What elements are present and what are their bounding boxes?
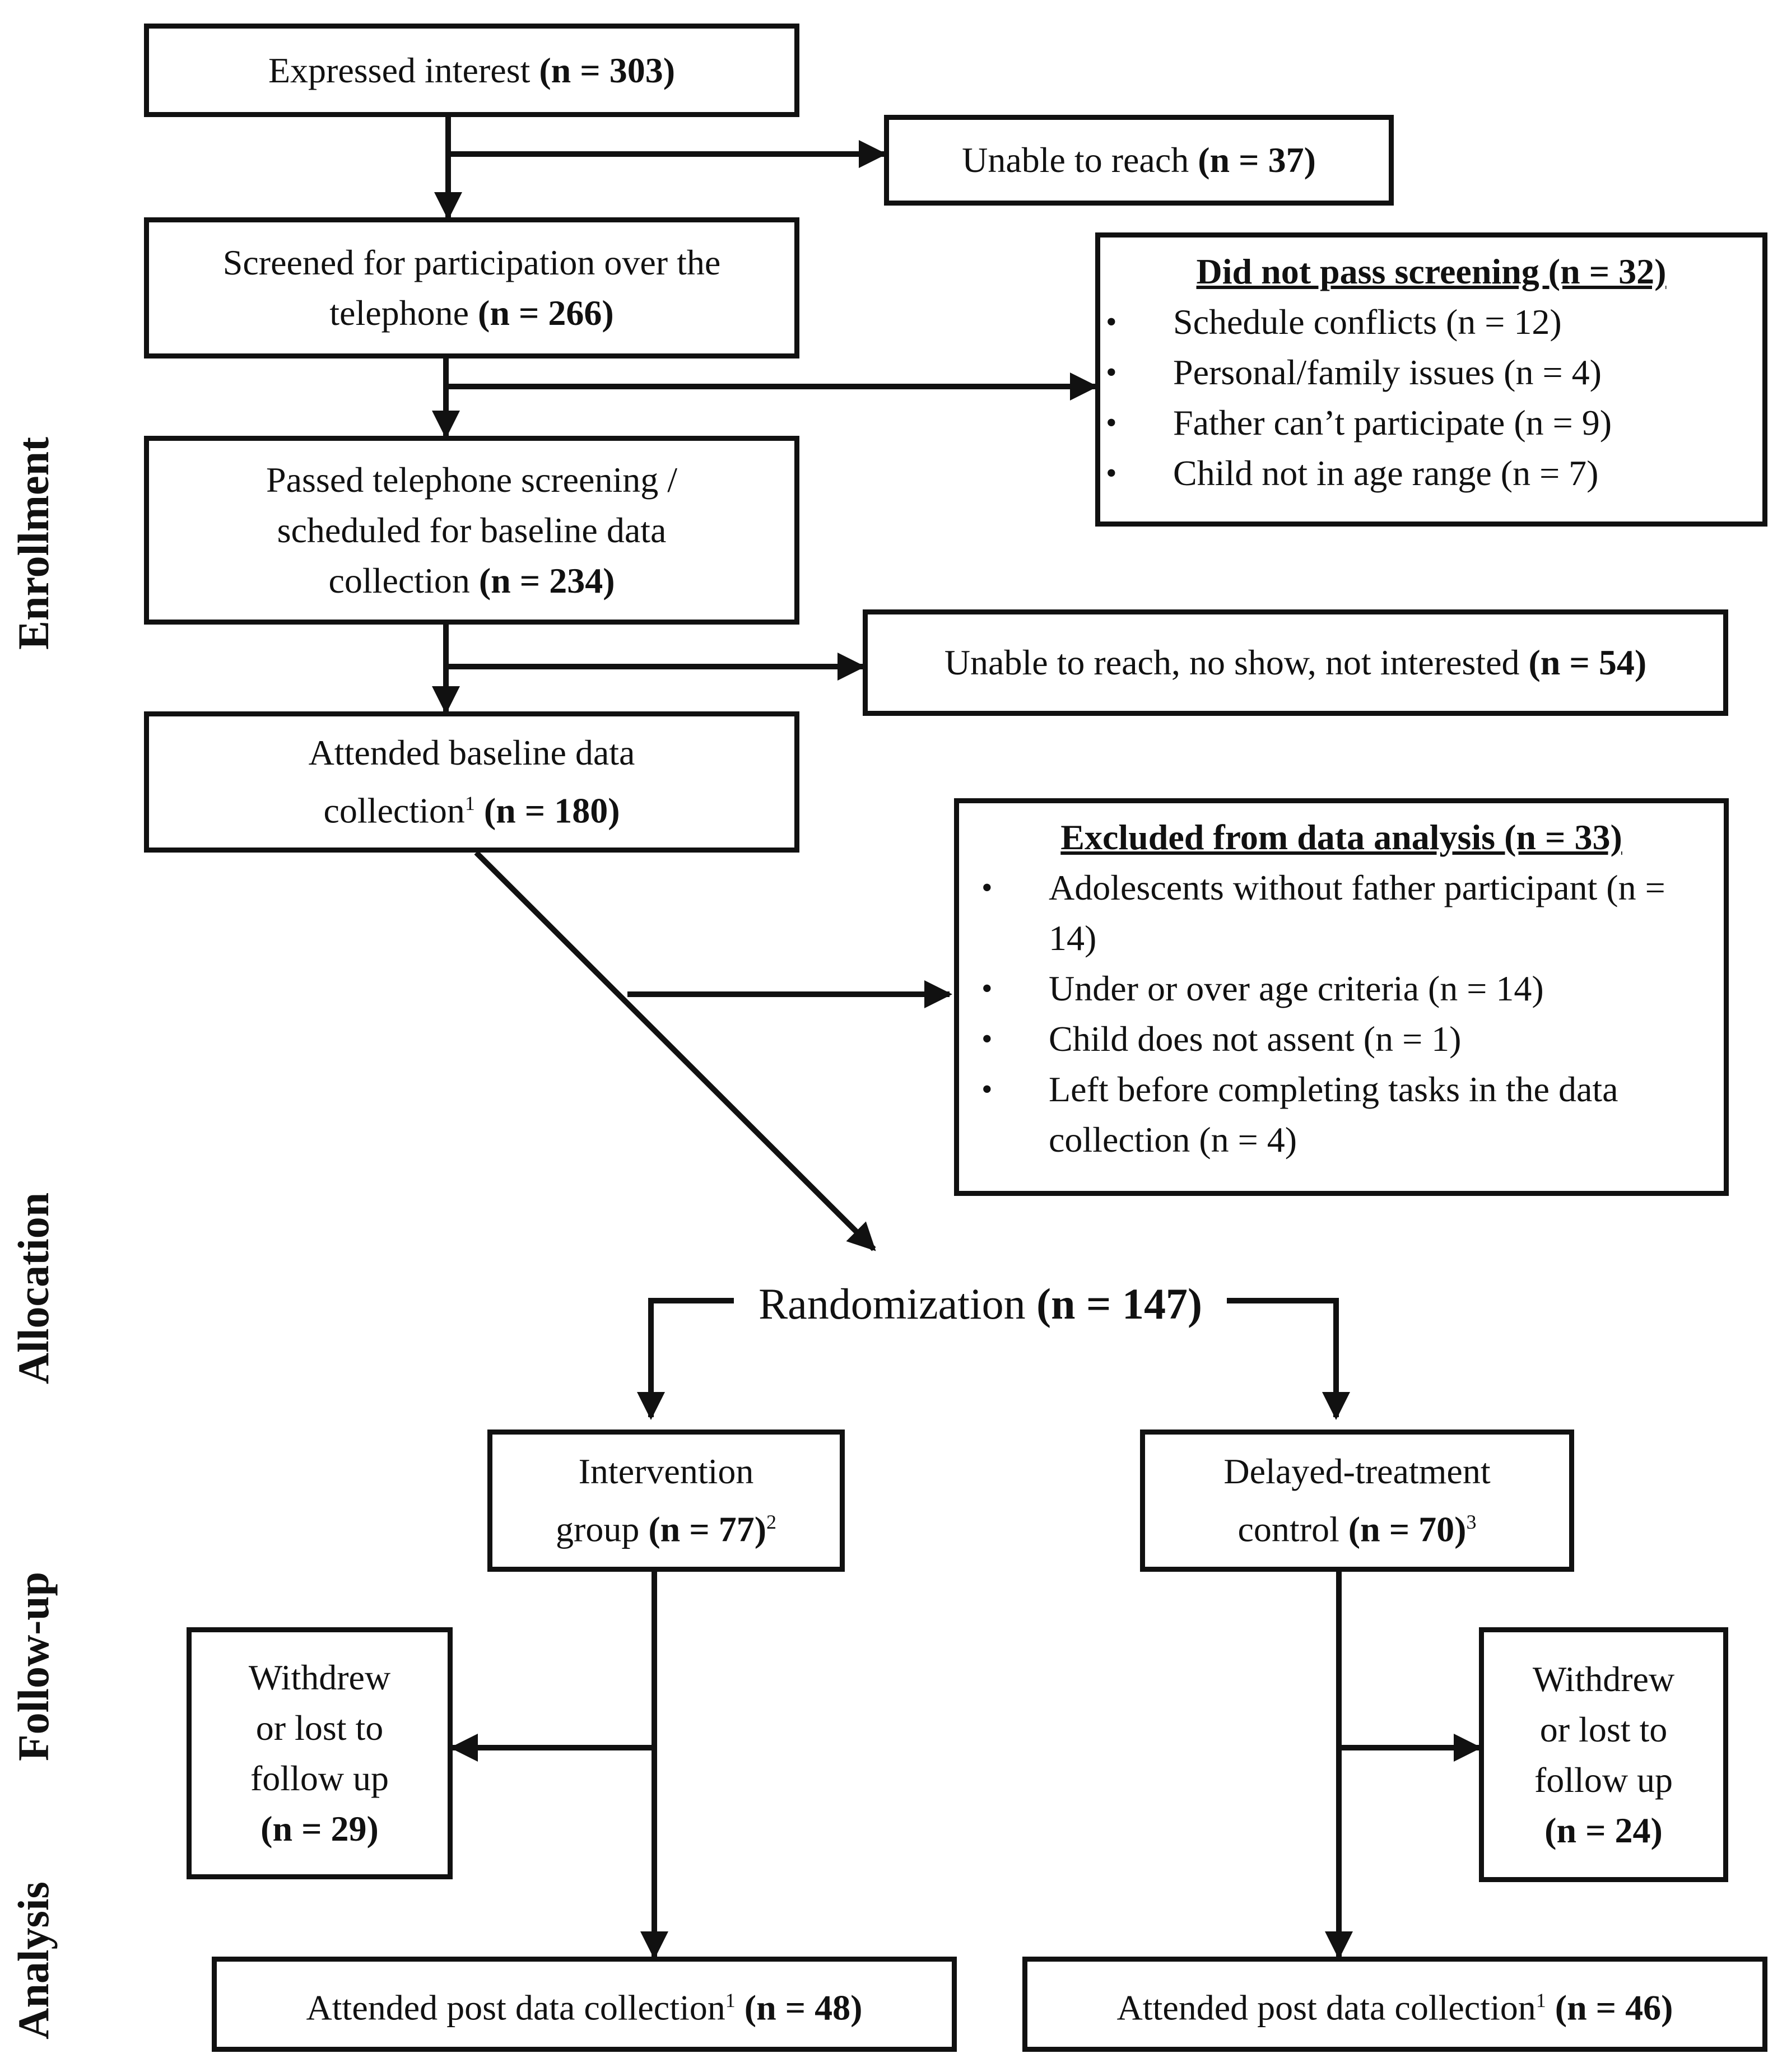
post-right-footnote: 1 xyxy=(1536,1989,1546,2012)
delayed-treatment-box: Delayed-treatment control (n = 70)3 xyxy=(1140,1430,1574,1572)
screened-box: Screened for participation over the tele… xyxy=(144,217,799,358)
passed-line3: collection xyxy=(328,560,470,600)
excluded-item: Adolescents without father participant (… xyxy=(965,863,1701,963)
arrow-randomization-right xyxy=(1224,1298,1350,1420)
expressed-label: Expressed interest xyxy=(268,50,531,90)
arrow-randomization-left xyxy=(637,1298,734,1420)
withdrew-right-line2: or lost to xyxy=(1539,1709,1668,1749)
unable-to-reach-box: Unable to reach (n = 37) xyxy=(884,115,1394,206)
passed-n: (n = 234) xyxy=(478,560,615,600)
stage-allocation: Allocation xyxy=(9,1192,58,1385)
withdrew-left-box: Withdrew or lost to follow up (n = 29) xyxy=(187,1627,453,1879)
unable-no-show-box: Unable to reach, no show, not interested… xyxy=(863,609,1728,716)
screened-line1: Screened for participation over the xyxy=(222,243,721,282)
delayed-line2: control xyxy=(1237,1509,1339,1549)
unable2-n: (n = 54) xyxy=(1528,642,1647,682)
attended-baseline-line1: Attended baseline data xyxy=(308,733,635,773)
did-not-pass-item: Personal/family issues (n = 4) xyxy=(1089,347,1762,398)
did-not-pass-title: Did not pass screening (n = 32) xyxy=(1196,252,1667,291)
excluded-box: Excluded from data analysis (n = 33) Ado… xyxy=(954,798,1729,1196)
did-not-pass-item: Child not in age range (n = 7) xyxy=(1089,448,1762,499)
delayed-line1: Delayed-treatment xyxy=(1223,1451,1491,1492)
did-not-pass-box: Did not pass screening (n = 32) Schedule… xyxy=(1095,232,1767,527)
passed-line2: scheduled for baseline data xyxy=(277,510,667,550)
post-right-label: Attended post data collection xyxy=(1116,1987,1536,2028)
intervention-group-box: Intervention group (n = 77)2 xyxy=(487,1430,845,1572)
arrow-attended-to-randomization xyxy=(474,850,876,1251)
withdrew-left-n: (n = 29) xyxy=(260,1809,379,1848)
intervention-footnote: 2 xyxy=(766,1511,776,1534)
withdrew-left-line1: Withdrew xyxy=(248,1657,391,1697)
intervention-line1: Intervention xyxy=(578,1451,754,1492)
excluded-item: Child does not assent (n = 1) xyxy=(965,1014,1701,1064)
expressed-n: (n = 303) xyxy=(539,50,676,90)
stage-enrollment: Enrollment xyxy=(9,437,58,650)
stage-follow-up: Follow-up xyxy=(9,1571,58,1762)
excluded-title: Excluded from data analysis (n = 33) xyxy=(1060,817,1622,857)
stage-analysis: Analysis xyxy=(9,1882,58,2040)
passed-line1: Passed telephone screening / xyxy=(266,459,677,500)
randomization-label: Randomization (n = 147) xyxy=(734,1276,1227,1332)
post-left-footnote: 1 xyxy=(725,1989,736,2012)
did-not-pass-item: Father can’t participate (n = 9) xyxy=(1089,398,1762,448)
intervention-line2: group xyxy=(556,1509,640,1549)
post-left-box: Attended post data collection1 (n = 48) xyxy=(212,1957,957,2052)
passed-screening-box: Passed telephone screening / scheduled f… xyxy=(144,436,799,625)
unable1-label: Unable to reach xyxy=(962,140,1189,180)
randomization-n: (n = 147) xyxy=(1036,1279,1202,1328)
withdrew-left-line2: or lost to xyxy=(255,1708,384,1748)
post-left-n: (n = 48) xyxy=(744,1987,863,2028)
attended-baseline-box: Attended baseline data collection1 (n = … xyxy=(144,711,799,853)
expressed-interest-box: Expressed interest (n = 303) xyxy=(144,24,799,117)
unable1-n: (n = 37) xyxy=(1198,140,1316,180)
intervention-n: (n = 77) xyxy=(648,1509,766,1549)
attended-baseline-footnote: 1 xyxy=(464,792,475,815)
unable2-label: Unable to reach, no show, not interested xyxy=(944,642,1520,682)
withdrew-right-line1: Withdrew xyxy=(1532,1659,1675,1699)
post-left-label: Attended post data collection xyxy=(306,1987,725,2028)
randomization-text: Randomization xyxy=(759,1279,1026,1328)
post-right-box: Attended post data collection1 (n = 46) xyxy=(1022,1957,1767,2052)
withdrew-right-box: Withdrew or lost to follow up (n = 24) xyxy=(1479,1627,1728,1882)
attended-baseline-n: (n = 180) xyxy=(483,790,620,831)
post-right-n: (n = 46) xyxy=(1555,1987,1673,2028)
did-not-pass-item: Schedule conflicts (n = 12) xyxy=(1089,297,1762,347)
attended-baseline-line2: collection xyxy=(323,790,465,831)
withdrew-left-line3: follow up xyxy=(250,1758,389,1798)
excluded-item: Left before completing tasks in the data… xyxy=(965,1064,1701,1165)
excluded-item: Under or over age criteria (n = 14) xyxy=(965,963,1701,1014)
withdrew-right-n: (n = 24) xyxy=(1544,1810,1663,1850)
screened-line2: telephone xyxy=(329,293,469,333)
delayed-n: (n = 70) xyxy=(1348,1509,1467,1549)
screened-n: (n = 266) xyxy=(478,293,614,333)
withdrew-right-line3: follow up xyxy=(1534,1759,1673,1800)
delayed-footnote: 3 xyxy=(1466,1511,1477,1534)
